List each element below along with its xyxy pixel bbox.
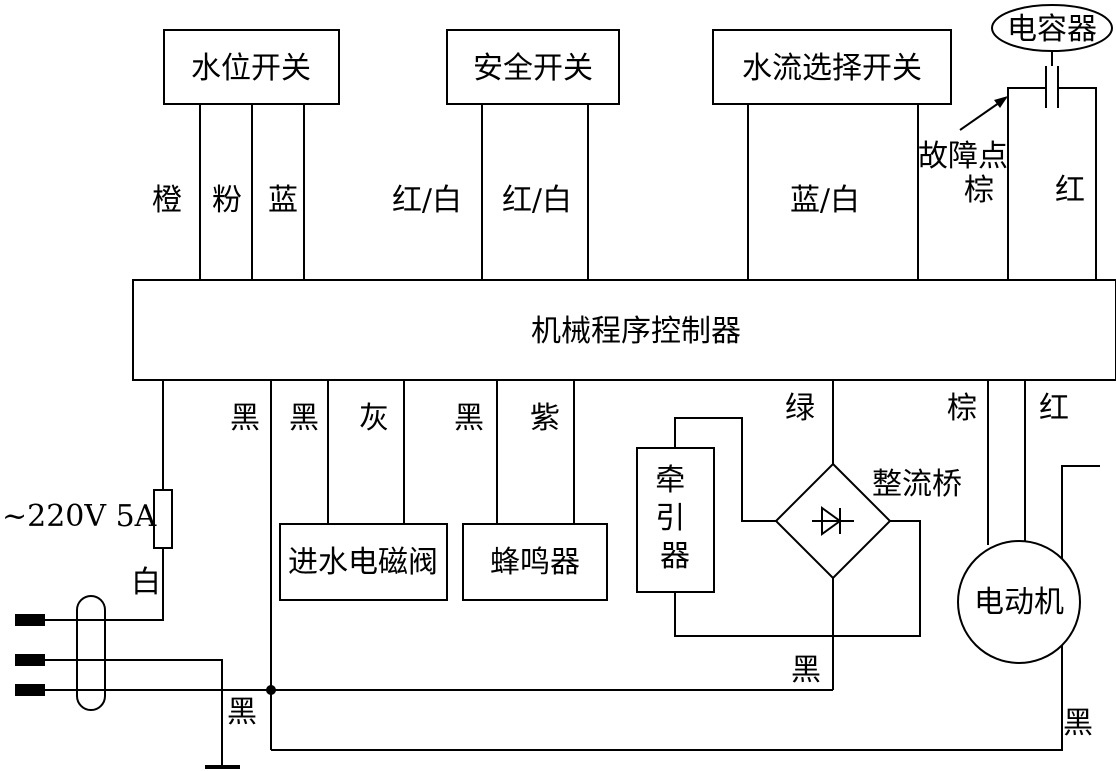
safety-switch-box xyxy=(446,29,620,105)
plug-pin-1 xyxy=(15,614,45,626)
wire-label-red-top: 红 xyxy=(1055,173,1085,208)
wire-label-brown-bottom: 棕 xyxy=(947,391,977,426)
power-label: ~220V 5A xyxy=(2,499,157,534)
rectifier-label: 整流桥 xyxy=(872,467,962,502)
wire-label-blue: 蓝 xyxy=(268,183,298,218)
fuse xyxy=(153,489,173,549)
flow-select-switch-label: 水流选择开关 xyxy=(742,51,922,86)
buzzer-box xyxy=(462,523,608,601)
capacitor-wire-right xyxy=(1058,87,1097,280)
plug-pin-2 xyxy=(15,654,45,666)
inlet-valve-box xyxy=(279,523,448,601)
fault-point-arrowhead xyxy=(994,96,1008,108)
wire-label-red-white-1: 红/白 xyxy=(392,183,462,218)
wire-label-brown-top: 棕 xyxy=(964,173,994,208)
water-level-switch-label: 水位开关 xyxy=(191,51,311,86)
wire-label-grey: 灰 xyxy=(359,401,389,436)
wire-tractor-top xyxy=(674,417,776,522)
controller-box xyxy=(132,279,1116,381)
wire-label-black-rectifier: 黑 xyxy=(791,653,821,688)
motor-circle xyxy=(957,540,1081,664)
diode-triangle xyxy=(821,506,842,536)
plug-pin-3 xyxy=(15,684,45,696)
wire-label-black-1: 黑 xyxy=(230,401,260,436)
tractor-label: 牵 引 器 xyxy=(655,463,695,574)
motor-label: 电动机 xyxy=(974,585,1064,620)
buzzer-label: 蜂鸣器 xyxy=(490,545,580,580)
tractor-box xyxy=(636,447,715,593)
wire-label-black-3: 黑 xyxy=(454,401,484,436)
fault-point-label: 故障点 xyxy=(918,139,1008,174)
inlet-valve-label: 进水电磁阀 xyxy=(288,545,438,580)
wire-label-blue-white: 蓝/白 xyxy=(790,183,860,218)
wire-ground xyxy=(45,659,223,765)
plug-cable-sleeve xyxy=(76,595,106,711)
wire-label-red-white-2: 红/白 xyxy=(502,183,572,218)
wire-label-pink: 粉 xyxy=(212,183,242,218)
capacitor-wire-left xyxy=(1007,87,1046,280)
wire-white xyxy=(45,548,164,621)
wire-label-red-bottom: 红 xyxy=(1039,391,1069,426)
controller-label: 机械程序控制器 xyxy=(531,314,741,349)
capacitor-label: 电容器 xyxy=(1007,12,1097,47)
wire-label-black-ground: 黑 xyxy=(227,695,257,730)
wire-label-purple: 紫 xyxy=(530,401,560,436)
flow-select-switch-box xyxy=(712,29,952,105)
wire-label-black-2: 黑 xyxy=(289,401,319,436)
water-level-switch-box xyxy=(163,29,340,105)
wire-label-black-motor: 黑 xyxy=(1063,706,1093,741)
wire-label-green: 绿 xyxy=(785,391,815,426)
safety-switch-label: 安全开关 xyxy=(473,51,593,86)
wire-label-orange: 橙 xyxy=(152,183,182,218)
wire-label-white: 白 xyxy=(131,565,161,600)
wire-tractor-bottom xyxy=(674,520,921,637)
